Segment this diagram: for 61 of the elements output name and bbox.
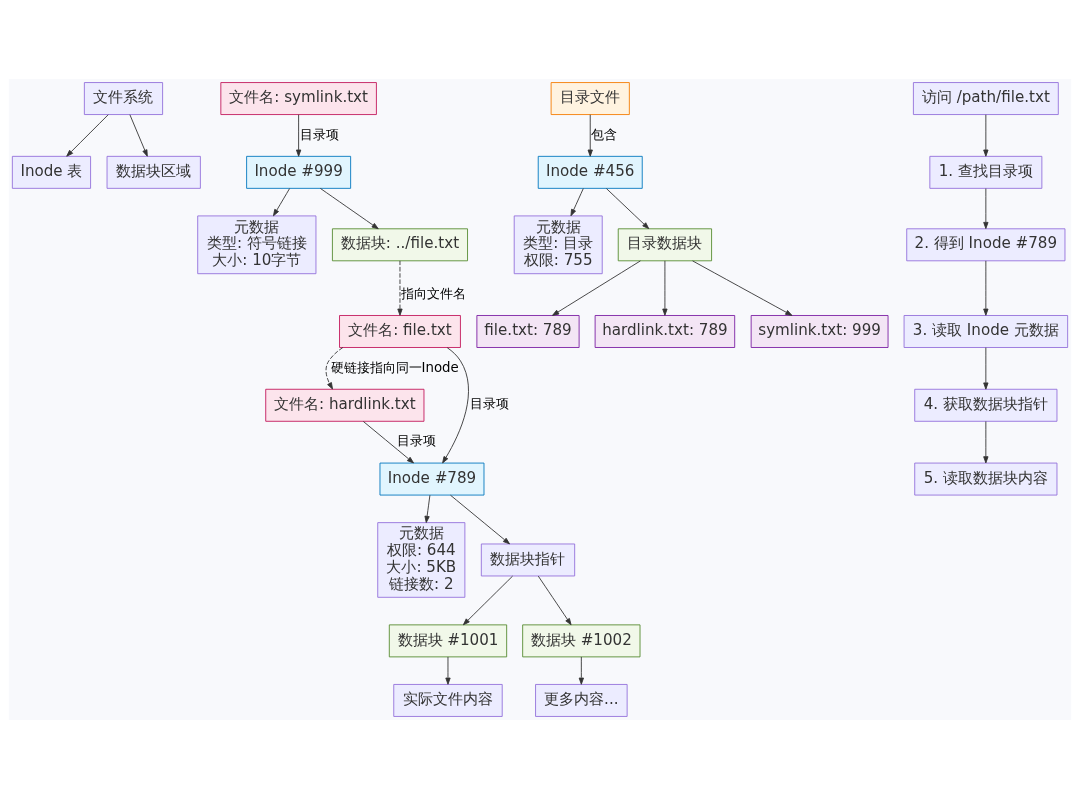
arrow bbox=[462, 575, 513, 626]
node-box: 文件名: symlink.txt bbox=[220, 82, 377, 115]
edge-label: 目录项 bbox=[470, 396, 510, 412]
arrow bbox=[325, 347, 344, 390]
node-box: 元数据 类型: 符号链接 大小: 10字节 bbox=[197, 215, 317, 275]
arrow bbox=[296, 114, 302, 157]
node-box: Inode #456 bbox=[537, 155, 643, 189]
edge-label: 包含 bbox=[591, 126, 618, 142]
edge-label: 硬链接指向同一Inode bbox=[330, 359, 459, 375]
node-box: 目录文件 bbox=[550, 82, 630, 115]
arrow bbox=[570, 188, 584, 217]
arrow bbox=[450, 494, 510, 545]
arrow bbox=[606, 188, 650, 230]
edge-label: 目录项 bbox=[299, 126, 339, 142]
edge-label: 指向文件名 bbox=[401, 285, 467, 301]
arrow bbox=[983, 421, 989, 464]
arrow bbox=[273, 188, 290, 217]
node-box: 访问 /path/file.txt bbox=[912, 82, 1059, 115]
arrow bbox=[66, 114, 109, 157]
node-box: 数据块 #1002 bbox=[522, 624, 641, 658]
node-box: Inode #999 bbox=[246, 155, 352, 189]
arrow bbox=[397, 260, 403, 316]
arrow bbox=[983, 347, 989, 390]
arrow bbox=[692, 260, 793, 316]
arrow bbox=[319, 187, 379, 230]
arrow bbox=[578, 656, 584, 685]
node-box: 4. 获取数据块指针 bbox=[914, 388, 1058, 422]
node-box: 数据块: ../file.txt bbox=[331, 228, 468, 262]
arrow bbox=[587, 114, 593, 157]
node-box: symlink.txt: 999 bbox=[750, 315, 889, 348]
node-box: 文件系统 bbox=[83, 82, 164, 115]
node-box: 元数据 类型: 目录 权限: 755 bbox=[513, 215, 603, 275]
node-box: hardlink.txt: 789 bbox=[594, 315, 736, 348]
arrow bbox=[983, 114, 989, 157]
arrow bbox=[552, 260, 641, 316]
arrow bbox=[362, 421, 414, 464]
node-box: 实际文件内容 bbox=[393, 684, 503, 717]
node-box: 文件名: file.txt bbox=[339, 315, 461, 348]
node-box: Inode 表 bbox=[11, 155, 92, 189]
arrow bbox=[424, 494, 431, 523]
node-box: 目录数据块 bbox=[617, 228, 713, 262]
arrow bbox=[442, 347, 469, 464]
arrow bbox=[537, 575, 572, 626]
node-box: 1. 查找目录项 bbox=[929, 155, 1043, 189]
node-box: 文件名: hardlink.txt bbox=[265, 388, 425, 422]
node-box: 5. 读取数据块内容 bbox=[914, 462, 1058, 496]
node-box: file.txt: 789 bbox=[476, 315, 580, 348]
edge-label: 目录项 bbox=[397, 433, 437, 449]
node-box: 2. 得到 Inode #789 bbox=[906, 228, 1066, 262]
node-box: 数据块指针 bbox=[480, 543, 576, 577]
node-box: Inode #789 bbox=[379, 462, 485, 496]
arrow bbox=[662, 260, 668, 316]
node-box: 元数据 权限: 644 大小: 5KB 链接数: 2 bbox=[377, 522, 466, 598]
node-box: 数据块 #1001 bbox=[388, 624, 508, 658]
node-box: 3. 读取 Inode 元数据 bbox=[903, 315, 1069, 348]
arrow bbox=[129, 114, 148, 157]
node-box: 更多内容... bbox=[535, 684, 628, 717]
arrow bbox=[983, 188, 989, 230]
arrow bbox=[445, 656, 451, 685]
node-box: 数据块区域 bbox=[106, 155, 201, 189]
arrow bbox=[983, 260, 989, 316]
